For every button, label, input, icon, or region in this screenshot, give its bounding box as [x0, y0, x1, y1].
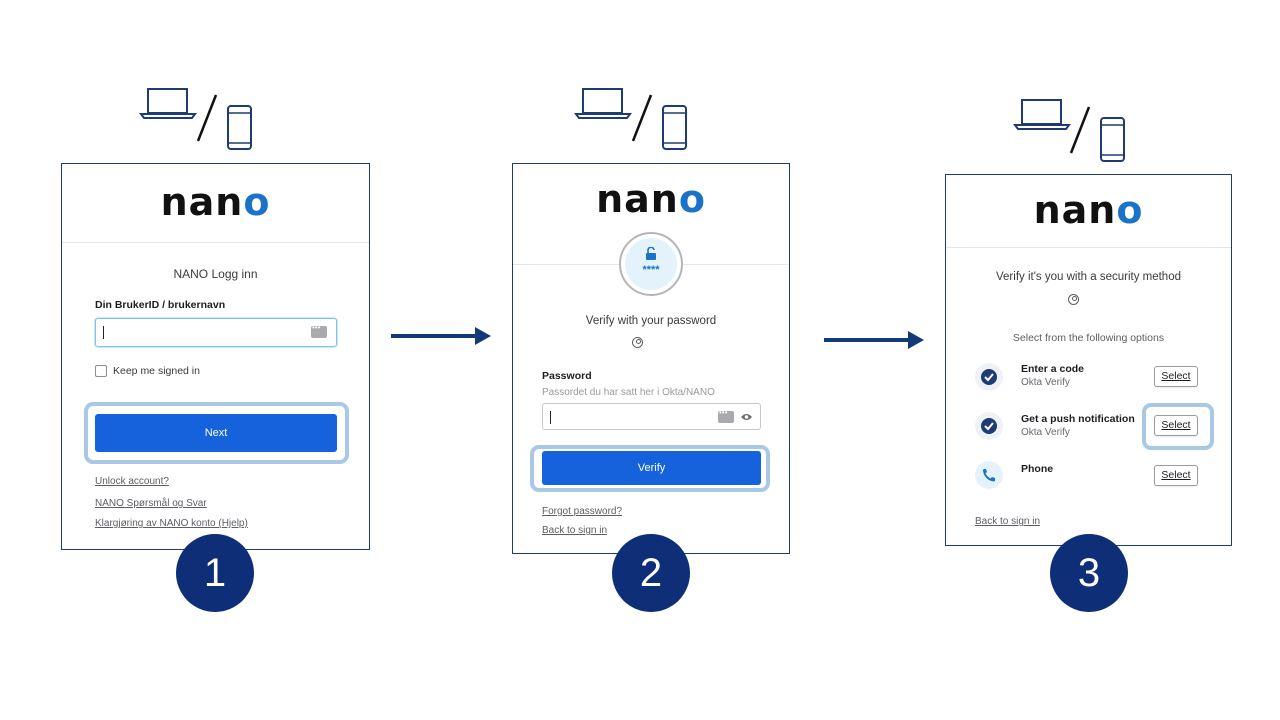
user-icon — [632, 337, 643, 348]
password-stars: **** — [642, 264, 660, 276]
okta-verify-icon — [975, 363, 1003, 391]
keep-signed-in-checkbox[interactable] — [95, 365, 107, 377]
options-subtitle: Select from the following options — [1012, 332, 1165, 344]
phone-icon — [662, 105, 687, 150]
password-factor-badge: **** — [619, 232, 683, 296]
unlock-account-link[interactable]: Unlock account? — [95, 476, 169, 487]
verify-button-highlight — [530, 445, 770, 492]
password-input[interactable] — [542, 403, 761, 430]
back-to-sign-in-link[interactable]: Back to sign in — [542, 525, 608, 536]
slash-separator — [631, 94, 653, 142]
laptop-icon — [139, 88, 197, 119]
okta-verify-icon — [975, 412, 1003, 440]
method-name: Enter a code — [1021, 363, 1085, 375]
username-input[interactable] — [95, 318, 337, 347]
password-manager-icon[interactable] — [718, 408, 734, 423]
nano-logo: nano — [596, 177, 706, 221]
select-phone-button[interactable]: Select — [1154, 465, 1198, 486]
security-method-panel: nano Verify it's you with a security met… — [945, 174, 1232, 546]
back-to-sign-in-link[interactable]: Back to sign in — [975, 516, 1041, 527]
select-enter-code-button[interactable]: Select — [1154, 366, 1198, 387]
help-link[interactable]: Klargjøring av NANO konto (Hjelp) — [95, 518, 248, 529]
header-divider — [62, 242, 369, 243]
eye-icon[interactable] — [740, 412, 753, 422]
header-divider — [946, 247, 1231, 248]
text-caret — [550, 411, 551, 424]
slash-separator — [196, 94, 218, 142]
text-caret — [103, 326, 104, 339]
method-name: Phone — [1021, 463, 1054, 475]
unlock-icon — [646, 247, 656, 260]
method-provider: Okta Verify — [1021, 427, 1070, 438]
page-title: Verify with your password — [585, 315, 717, 327]
password-label: Password — [542, 370, 592, 382]
username-label: Din BrukerID / brukernavn — [95, 299, 226, 311]
laptop-icon — [1013, 99, 1071, 130]
method-provider: Okta Verify — [1021, 377, 1070, 388]
phone-icon — [227, 105, 252, 150]
step-number-1: 1 — [176, 534, 254, 612]
select-push-notification-button[interactable]: Select — [1154, 415, 1198, 436]
flow-arrow — [391, 327, 491, 345]
laptop-icon — [574, 88, 632, 119]
flow-arrow — [824, 331, 924, 349]
verify-button[interactable]: Verify — [542, 451, 761, 485]
login-panel: nano NANO Logg inn Din BrukerID / bruker… — [61, 163, 370, 550]
next-button-highlight — [84, 402, 349, 464]
next-button[interactable]: Next — [95, 414, 337, 452]
nano-logo: nano — [1033, 188, 1144, 232]
phone-icon — [1100, 117, 1125, 162]
nano-logo: nano — [160, 180, 271, 224]
page-title: NANO Logg inn — [173, 267, 258, 281]
forgot-password-link[interactable]: Forgot password? — [542, 506, 623, 517]
step-number-2: 2 — [612, 534, 690, 612]
password-manager-icon[interactable] — [311, 323, 327, 338]
phone-call-icon — [975, 461, 1003, 489]
user-icon — [1068, 294, 1079, 305]
page-title: Verify it's you with a security method — [996, 271, 1181, 283]
step-number-3: 3 — [1050, 534, 1128, 612]
password-hint: Passordet du har satt her i Okta/NANO — [542, 387, 715, 398]
method-name: Get a push notification — [1021, 413, 1135, 425]
keep-signed-in-label: Keep me signed in — [113, 365, 200, 377]
slash-separator — [1069, 106, 1091, 154]
faq-link[interactable]: NANO Spørsmål og Svar — [95, 498, 207, 509]
push-select-highlight — [1142, 403, 1214, 450]
password-panel: nano **** Verify with your password Pass… — [512, 163, 790, 554]
